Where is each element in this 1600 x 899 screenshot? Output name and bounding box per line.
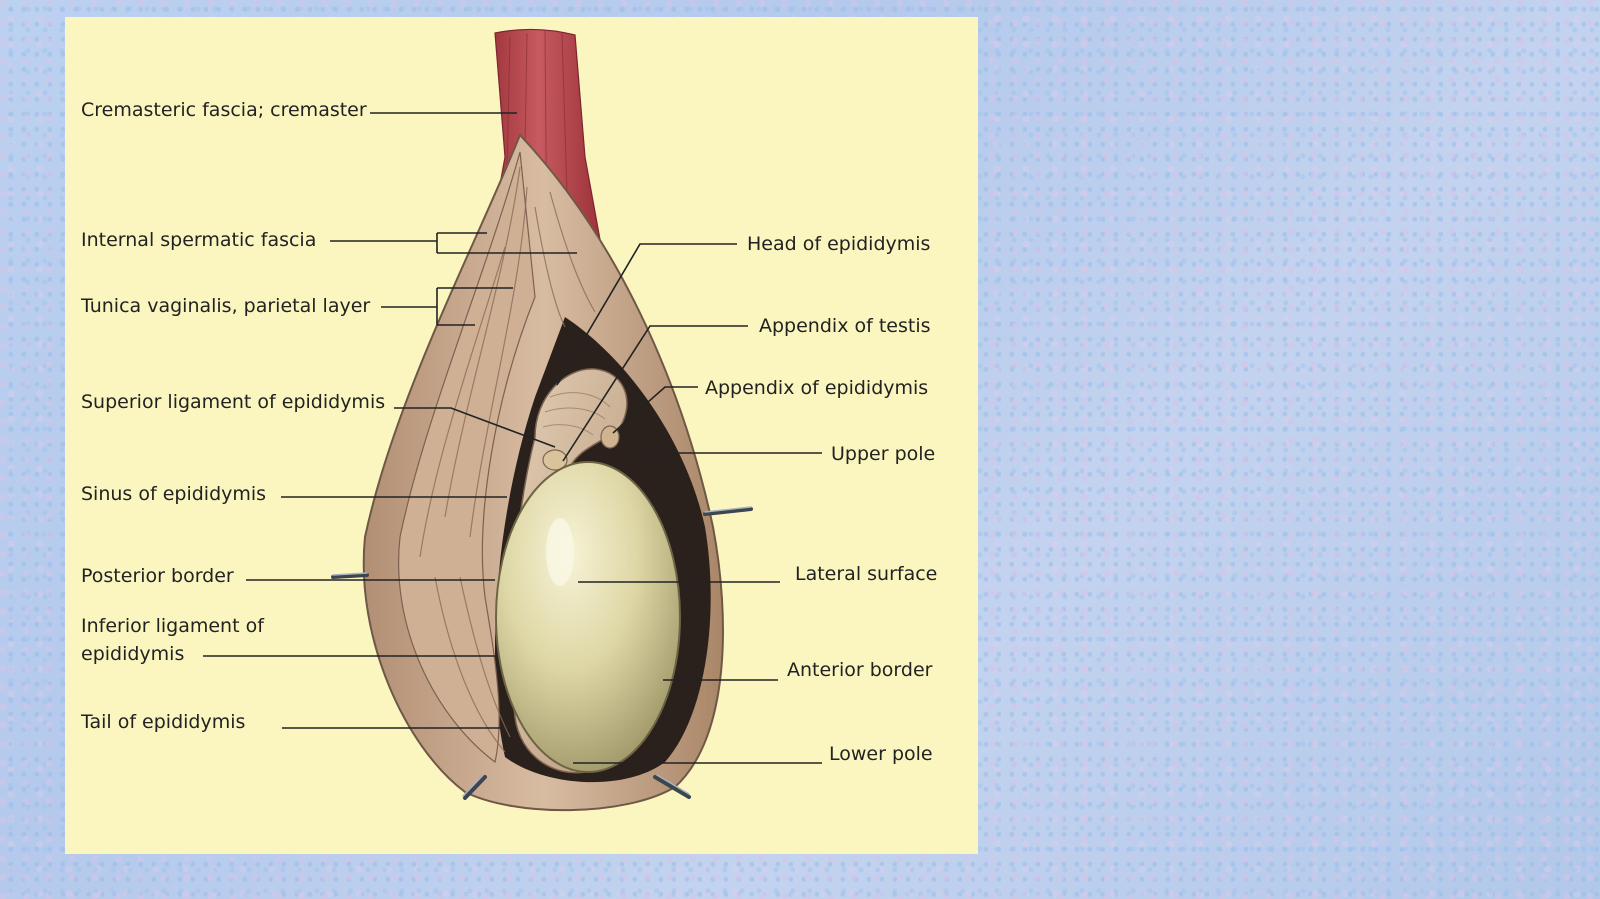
- label-cremasteric-fascia: Cremasteric fascia; cremaster: [81, 99, 367, 121]
- label-posterior-border: Posterior border: [81, 565, 234, 587]
- label-appendix-of-testis: Appendix of testis: [759, 315, 931, 337]
- anatomy-figure: Cremasteric fascia; cremaster Internal s…: [65, 17, 978, 854]
- label-internal-spermatic-fascia: Internal spermatic fascia: [81, 229, 317, 251]
- testis-illustration: [203, 28, 822, 812]
- appendix-of-testis: [542, 449, 568, 471]
- label-lateral-surface: Lateral surface: [795, 563, 938, 585]
- label-superior-ligament: Superior ligament of epididymis: [81, 391, 386, 413]
- label-tunica-vaginalis: Tunica vaginalis, parietal layer: [81, 295, 371, 317]
- label-inferior-ligament-line1: Inferior ligament of: [81, 615, 264, 637]
- label-sinus-of-epididymis: Sinus of epididymis: [81, 483, 267, 505]
- leader-lines: [203, 112, 822, 764]
- label-inferior-ligament-line2: epididymis: [81, 643, 185, 665]
- retractor-hooks: [331, 507, 753, 800]
- label-appendix-of-epididymis: Appendix of epididymis: [705, 377, 929, 399]
- label-tail-of-epididymis: Tail of epididymis: [81, 711, 246, 733]
- testis: [495, 461, 681, 773]
- label-head-of-epididymis: Head of epididymis: [747, 233, 931, 255]
- label-anterior-border: Anterior border: [787, 659, 933, 681]
- label-upper-pole: Upper pole: [831, 443, 936, 465]
- label-lower-pole: Lower pole: [829, 743, 933, 765]
